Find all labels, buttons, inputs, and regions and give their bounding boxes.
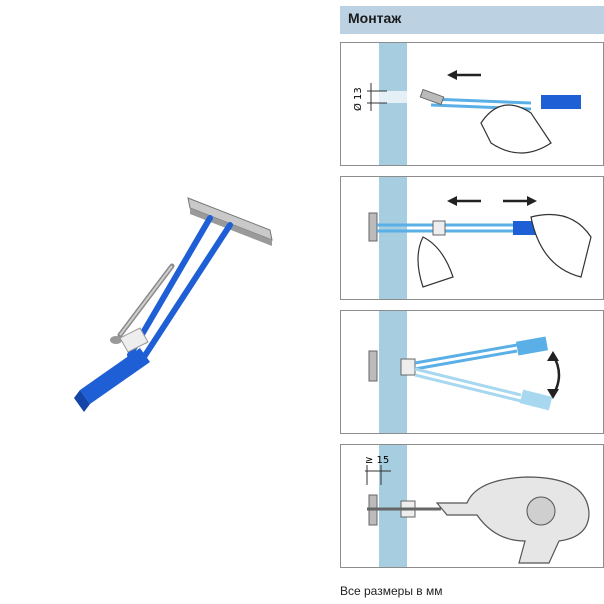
- toggle-plate-small: [419, 88, 445, 106]
- anchor-body-up: [516, 336, 548, 356]
- dim-marker: [365, 465, 391, 485]
- cap-collar: [119, 327, 149, 353]
- toggle-plate-inserted: [368, 350, 378, 382]
- anchor-strips-up: [414, 343, 518, 371]
- step-panel-3: [340, 310, 604, 434]
- step-panel-1: Ø 13: [340, 42, 604, 166]
- blue-strips: [127, 215, 233, 363]
- hand-icon-left: [417, 236, 454, 288]
- toggle-plate-inserted: [368, 212, 378, 242]
- screw: [110, 263, 175, 344]
- drill-chuck: [526, 496, 556, 526]
- dim-label-hole: Ø 13: [352, 87, 364, 111]
- anchor-strips-down: [414, 367, 522, 403]
- wall-hole: [379, 91, 407, 103]
- cap-collar: [432, 220, 446, 236]
- product-illustration: [74, 197, 273, 412]
- dim-label-depth: ≥ 15: [365, 455, 389, 466]
- wall: [379, 177, 407, 299]
- double-arrow-icon: [447, 196, 537, 206]
- step-panel-4: ≥ 15: [340, 444, 604, 568]
- page-title: Монтаж: [348, 10, 402, 26]
- anchor-body-down: [519, 389, 553, 411]
- wall: [379, 43, 407, 165]
- arrow-left-icon: [447, 70, 481, 80]
- hand-icon: [480, 104, 552, 154]
- anchor-body: [74, 348, 150, 412]
- curved-arrow-icon: [547, 351, 561, 399]
- drill-icon: [435, 476, 590, 564]
- cap-collar: [400, 358, 416, 376]
- hand-icon-right: [530, 213, 592, 278]
- anchor-body-blue: [541, 95, 581, 109]
- step-panel-2: [340, 176, 604, 300]
- dim-marker: [367, 83, 387, 111]
- footnote: Все размеры в мм: [340, 584, 443, 598]
- header-bar: [340, 6, 604, 34]
